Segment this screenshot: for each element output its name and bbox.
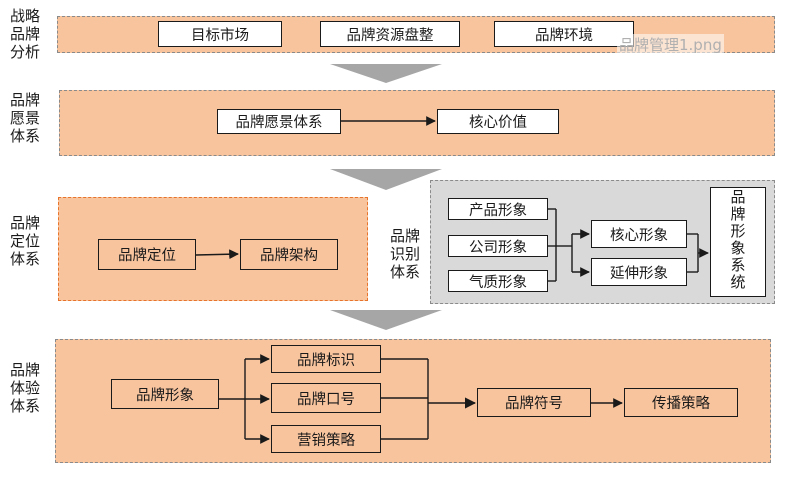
down-arrow-3 (330, 310, 442, 330)
positioning-arrow (195, 249, 239, 260)
strategy-label: 战略 品牌 分析 (10, 7, 41, 61)
core-image-box: 核心形象 (591, 220, 687, 248)
communication-strategy-box: 传播策略 (624, 388, 738, 417)
positioning-label: 品牌 定位 体系 (10, 214, 41, 268)
brand-positioning-box: 品牌定位 (98, 239, 196, 270)
brand-architecture-box: 品牌架构 (240, 239, 338, 270)
brand-image-system-char: 系 (730, 256, 746, 274)
core-value-box: 核心价值 (437, 109, 559, 134)
vision-label: 品牌 愿景 体系 (10, 91, 41, 145)
brand-image-system-char: 牌 (730, 205, 746, 223)
company-image-box: 公司形象 (448, 235, 548, 257)
extended-image-box: 延伸形象 (591, 258, 687, 286)
down-arrow-2 (330, 169, 442, 190)
brand-resource-box: 品牌资源盘整 (320, 21, 460, 47)
brand-image-system-box: 品 牌 形 象 系 统 (710, 187, 766, 297)
brand-image-source-box: 品牌形象 (111, 379, 219, 409)
brand-slogan-box: 品牌口号 (271, 383, 381, 413)
brand-image-system-char: 统 (730, 273, 746, 291)
brand-image-system-char: 象 (730, 239, 746, 257)
identity-output-connectors (687, 233, 699, 273)
experience-label: 品牌 体验 体系 (10, 361, 41, 415)
vision-band (59, 90, 775, 156)
brand-vision-box: 品牌愿景体系 (217, 109, 341, 134)
identity-input-connectors (548, 208, 573, 282)
product-image-box: 产品形象 (448, 198, 548, 220)
identity-label: 品牌 识别 体系 (390, 227, 421, 281)
brand-image-system-char: 品 (730, 188, 746, 206)
experience-merge-connectors (381, 358, 429, 440)
down-arrow-1 (330, 64, 442, 83)
brand-symbol-box: 品牌符号 (477, 388, 591, 417)
temperament-image-box: 气质形象 (448, 270, 548, 292)
brand-environment-box: 品牌环境 (494, 21, 634, 47)
brand-logo-box: 品牌标识 (271, 345, 381, 373)
experience-branch-connectors (219, 359, 246, 439)
brand-image-system-char: 形 (730, 222, 746, 240)
watermark: 品牌管理1.png (617, 34, 724, 55)
target-market-box: 目标市场 (158, 21, 282, 47)
marketing-strategy-box: 营销策略 (271, 425, 381, 453)
